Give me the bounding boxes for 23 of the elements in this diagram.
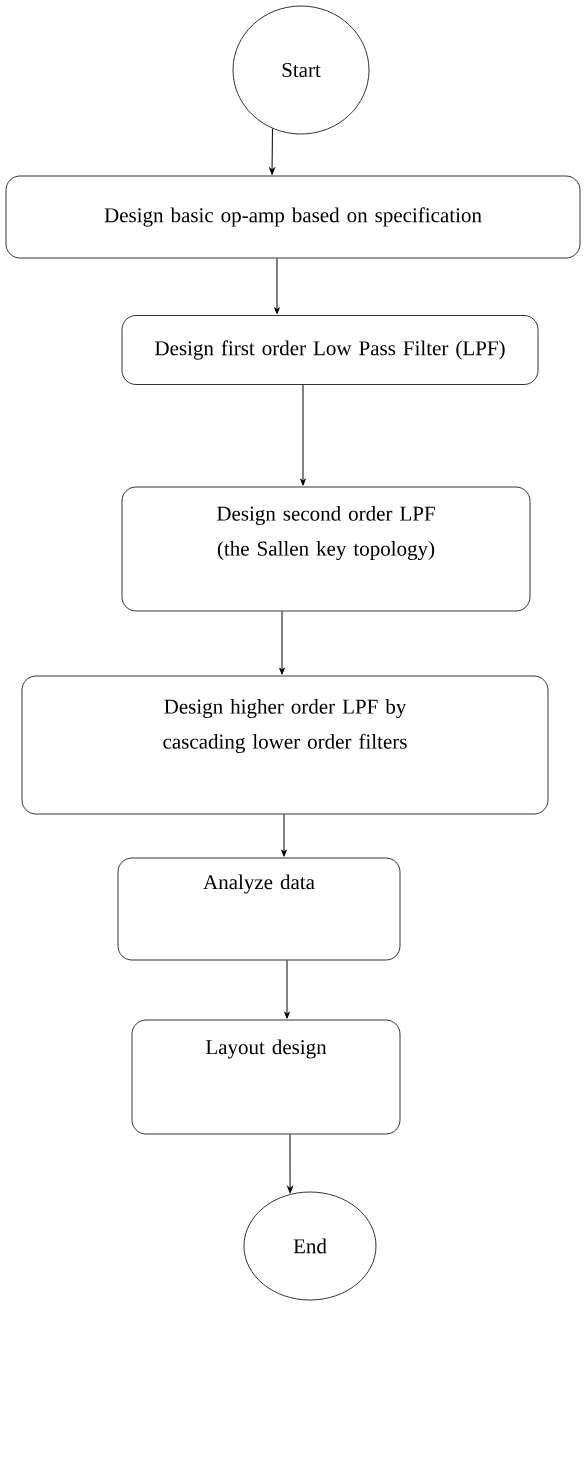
arrow bbox=[284, 959, 290, 1019]
arrow bbox=[274, 257, 280, 315]
arrow bbox=[300, 384, 306, 486]
node-label: Analyze data bbox=[203, 874, 315, 894]
process-box bbox=[117, 857, 401, 961]
node-label: Design higher order LPF by cascading lower order filters bbox=[163, 698, 407, 754]
terminal-ellipse bbox=[243, 1191, 377, 1301]
arrow bbox=[287, 1133, 293, 1194]
arrow bbox=[269, 128, 275, 175]
process-box bbox=[21, 675, 549, 815]
node-label: Start bbox=[282, 62, 321, 78]
node-label: Design first order Low Pass Filter (LPF) bbox=[155, 340, 505, 360]
node-label: Design second order LPF (the Sallen key topology) bbox=[216, 505, 435, 561]
process-box bbox=[121, 315, 539, 385]
process-box bbox=[131, 1019, 401, 1135]
node-label: Layout design bbox=[205, 1039, 327, 1059]
node-label: End bbox=[293, 1238, 327, 1254]
process-box bbox=[121, 486, 531, 612]
arrow bbox=[279, 610, 285, 675]
process-box bbox=[5, 175, 581, 259]
terminal-ellipse bbox=[232, 5, 370, 135]
arrow bbox=[281, 813, 287, 857]
node-label: Design basic op-amp based on specification bbox=[104, 207, 482, 227]
